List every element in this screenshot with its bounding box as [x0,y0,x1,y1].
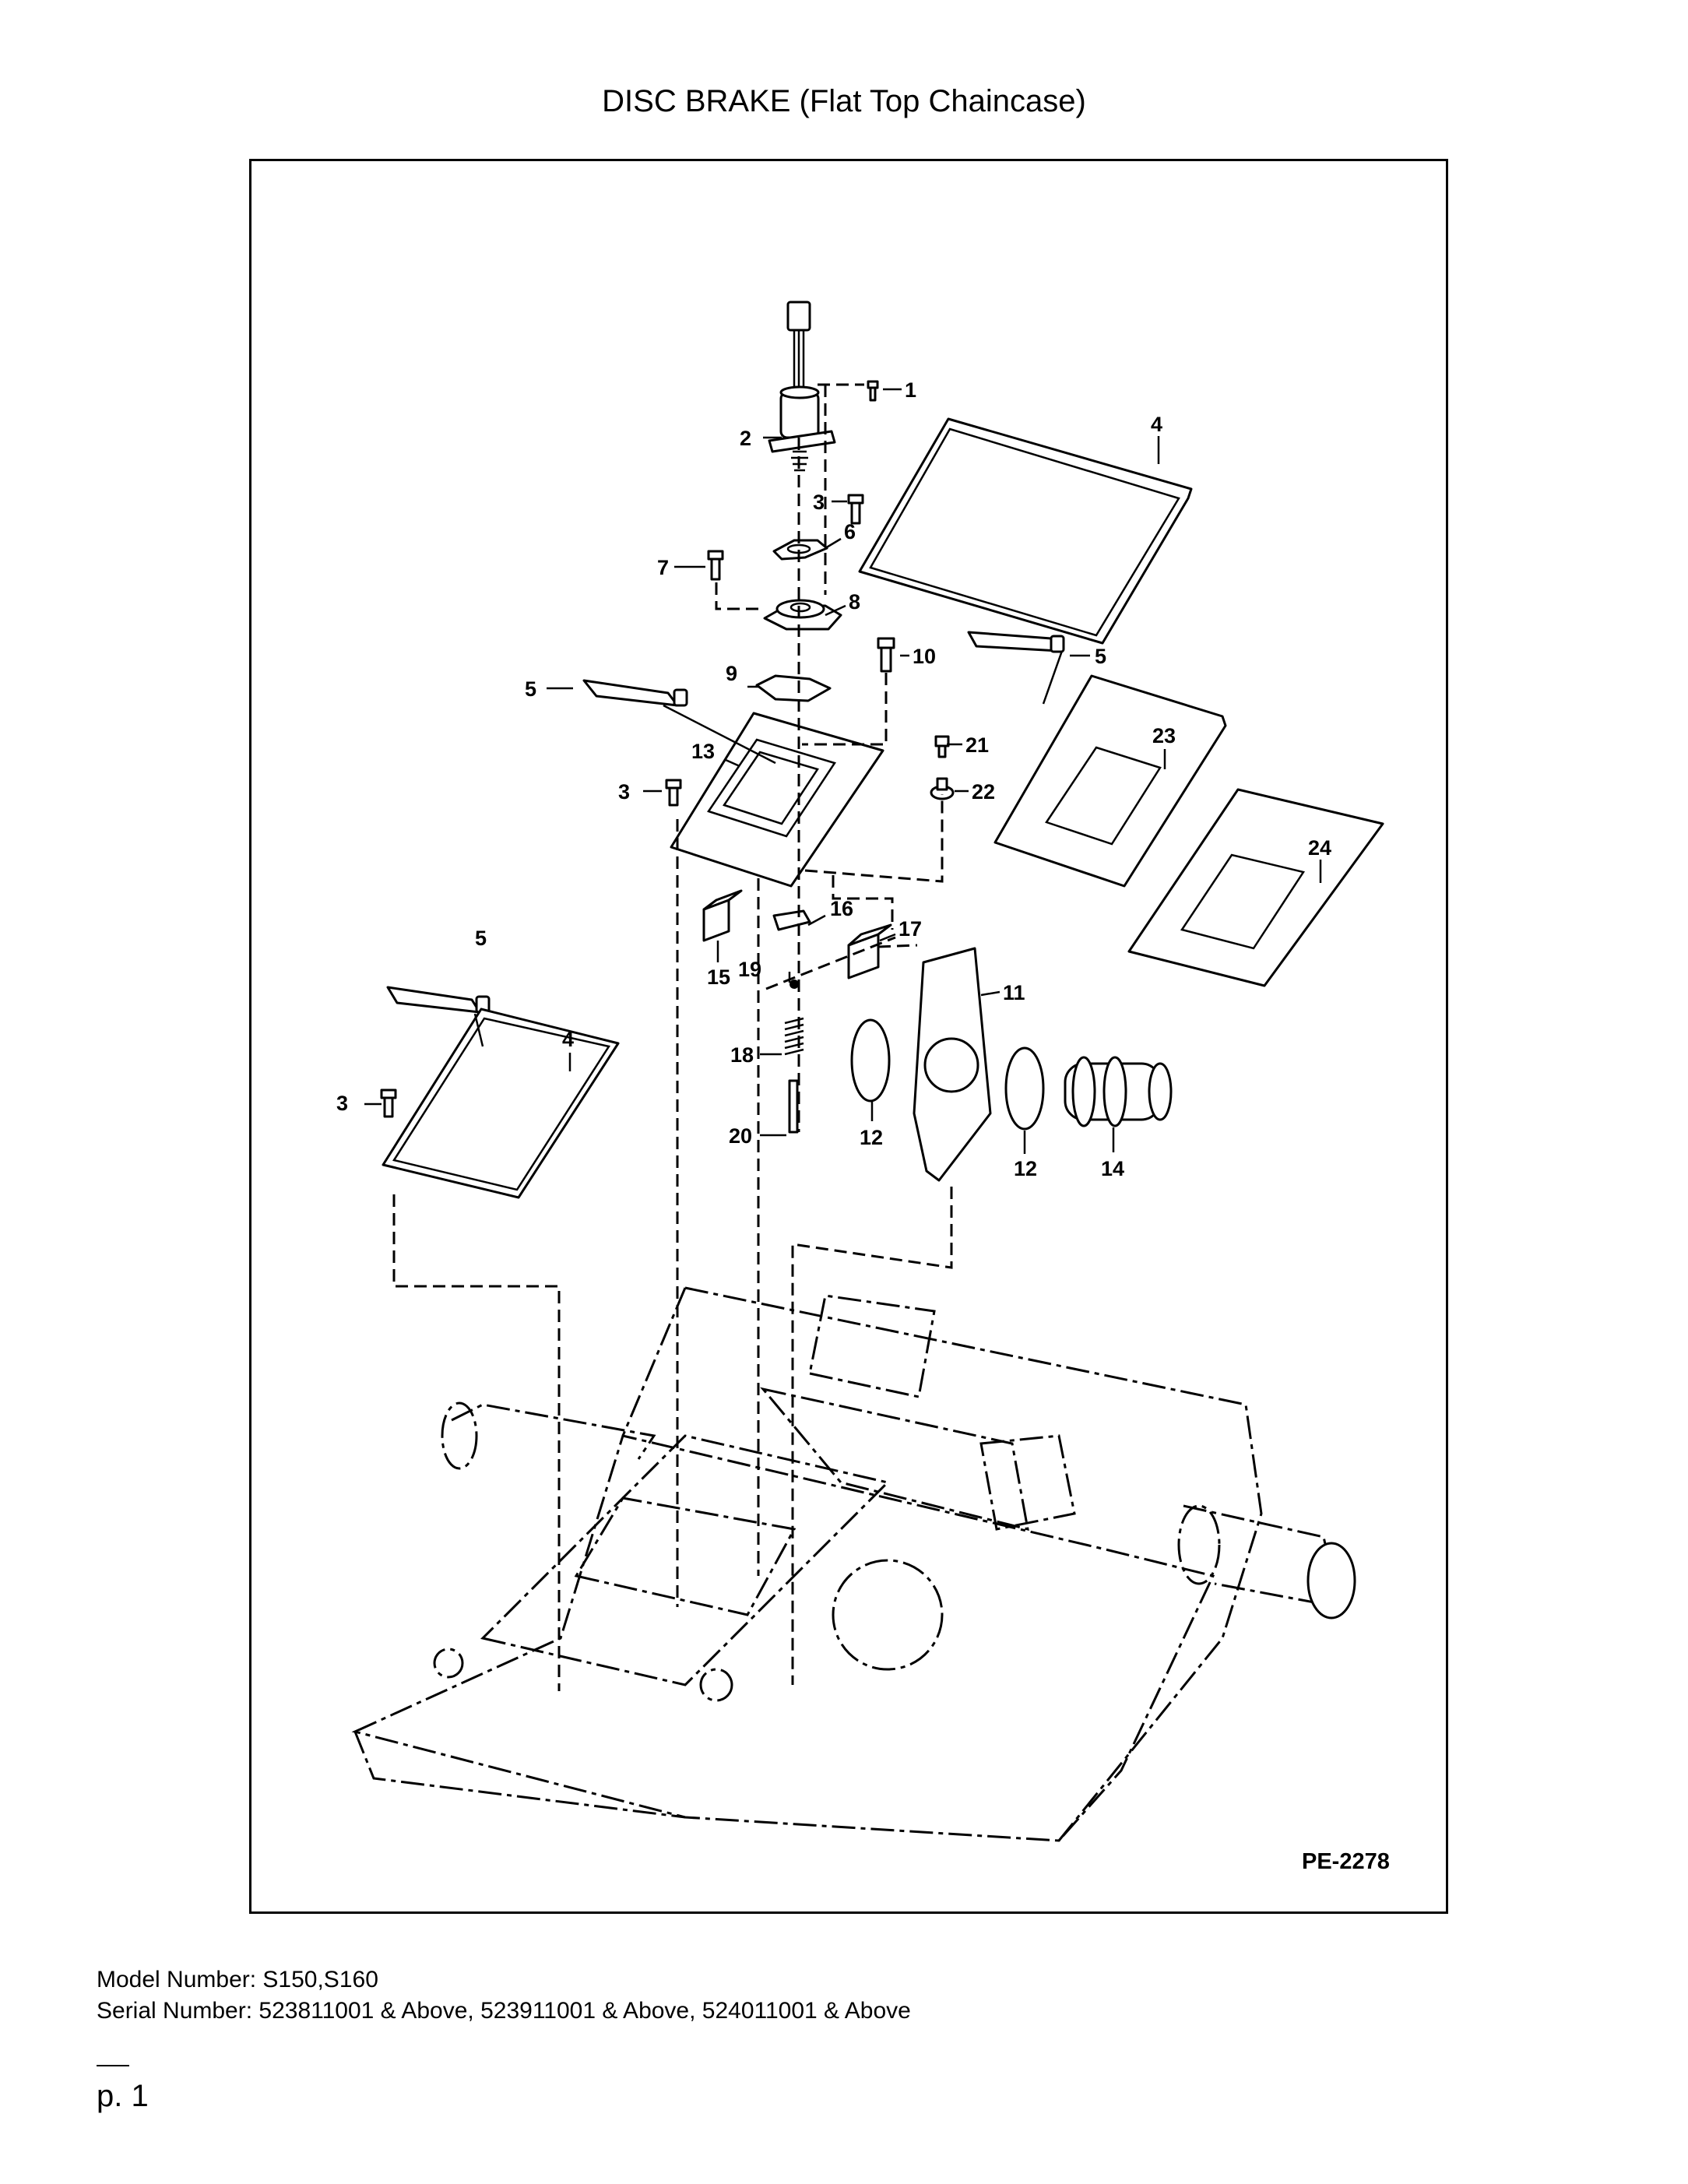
brake-disc-11 [913,947,992,1182]
brake-pad-15 [702,889,743,942]
diagram-border [249,159,1448,1914]
mounting-plate-13 [670,712,884,888]
callout-1: 1 [905,378,916,402]
callout-5-lower: 5 [475,927,487,950]
callout-21: 21 [965,733,989,757]
callout-15: 15 [707,965,730,989]
fitting-22 [930,777,955,800]
brake-solenoid [768,301,836,472]
serial-number: Serial Number: 523811001 & Above, 523911… [97,1998,911,2024]
sealant-tube-5a [582,679,688,707]
callout-7: 7 [657,556,669,579]
callout-24: 24 [1308,836,1331,860]
actuator-hub-8 [763,599,842,631]
breather-21 [934,735,950,758]
callout-10: 10 [913,645,936,668]
bolt-3-lower [380,1088,397,1118]
spacer-16 [772,909,811,931]
snap-ring-12a [850,1018,891,1103]
callout-11: 11 [1003,981,1025,1004]
callout-22: 22 [972,780,995,804]
model-number: Model Number: S150,S160 [97,1967,378,1992]
assembly-lines [392,383,953,1691]
callout-labels: 1 2 3 4 6 7 8 5 5 10 9 13 21 23 3 22 24 … [336,378,1331,1180]
plate-9 [755,674,832,702]
callout-17: 17 [899,917,922,941]
callout-20: 20 [729,1124,752,1148]
brake-pad-17 [847,923,892,979]
callout-16: 16 [830,897,853,920]
page-divider [97,2065,129,2066]
page-title: DISC BRAKE (Flat Top Chaincase) [602,84,1086,118]
callout-5-left: 5 [525,677,536,701]
bolt-3-upper [847,494,864,525]
callout-4-lower: 4 [562,1028,574,1051]
bolt-3-middle [665,779,682,807]
sealant-tube-5c [386,986,491,1014]
page-number: p. 1 [97,2079,149,2113]
reference-code: PE-2278 [1302,1849,1390,1874]
snap-ring-12b [1004,1046,1045,1131]
callout-14: 14 [1101,1157,1124,1180]
callout-leaders [364,388,1322,1154]
callout-23: 23 [1152,724,1176,747]
bolt-7 [707,550,724,581]
callout-3-lower: 3 [336,1092,348,1115]
cover-plate-24 [1127,788,1384,987]
callout-5-right: 5 [1095,645,1106,668]
callout-9: 9 [726,662,737,685]
callout-12-left: 12 [860,1126,883,1149]
callout-13: 13 [691,740,715,763]
gasket-6 [772,539,828,561]
bolt-1 [867,380,879,402]
cover-plate-4-lower [382,1008,620,1199]
callout-19: 19 [738,958,761,981]
parts-diagram: 1 2 3 4 6 7 8 5 5 10 9 13 21 23 3 22 24 … [249,159,1448,1914]
callout-8: 8 [849,590,860,614]
callout-6: 6 [844,520,856,543]
callout-12-right: 12 [1014,1157,1037,1180]
chaincase-frame [351,1286,1356,1842]
sprocket-14 [1064,1056,1173,1127]
callout-18: 18 [730,1043,754,1067]
bolt-10 [877,637,895,673]
callout-3-upper: 3 [813,491,825,514]
sealant-tube-5b [967,631,1065,653]
callout-2: 2 [740,427,751,450]
cover-plate-23 [993,674,1227,888]
callout-4-upper: 4 [1151,413,1162,436]
callout-3-middle: 3 [618,780,630,804]
ball-19 [789,979,799,989]
cover-plate-4-upper [858,417,1193,645]
spring-18 [784,1017,804,1056]
pin-20 [788,1079,799,1134]
